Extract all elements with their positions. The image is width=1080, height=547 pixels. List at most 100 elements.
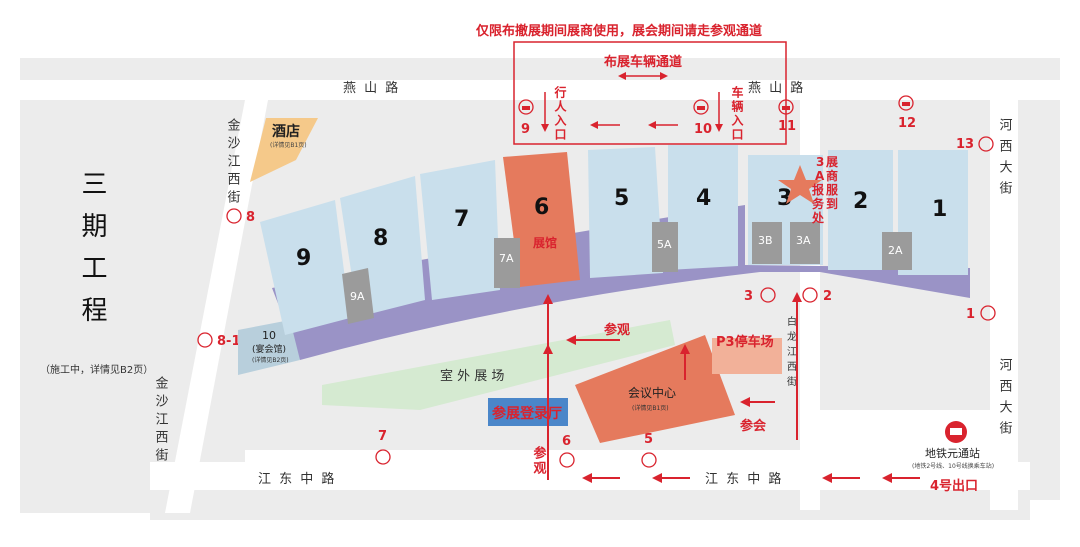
sub-hall-block xyxy=(752,222,782,264)
visit-label: 参观 xyxy=(604,322,630,338)
meeting-label: 参会 xyxy=(740,418,767,434)
arrow-bottom-3-head xyxy=(822,473,832,483)
conference-note: (详情见B1页) xyxy=(632,404,669,412)
corridor xyxy=(272,205,970,360)
visit-arrow-left-head xyxy=(566,335,576,345)
sub-hall-label: 7A xyxy=(499,252,514,265)
metro-icon-mark xyxy=(950,428,962,435)
conference-centre[interactable] xyxy=(575,335,735,443)
vehicle-lane-arrow-left xyxy=(618,72,626,80)
metro-name: 地铁元通站 xyxy=(925,446,980,460)
road-jinsha xyxy=(165,100,268,513)
gate-9[interactable]: 9 xyxy=(518,99,534,137)
hall-3b[interactable]: 3B xyxy=(752,222,782,264)
hall-2a[interactable]: 2A xyxy=(882,232,912,270)
gate-icon xyxy=(375,449,391,465)
gate-12[interactable]: 12 xyxy=(898,95,916,131)
hall-number: 2 xyxy=(853,189,868,214)
hall-number: 5 xyxy=(614,186,629,211)
gate-icon-mark xyxy=(697,106,705,110)
hall-7[interactable]: 7 xyxy=(420,160,500,300)
service-char-7: 处 xyxy=(811,210,825,225)
outdoor-area xyxy=(322,320,675,410)
gate-3[interactable]: 3 xyxy=(744,287,776,304)
phase3-title: 三期工程 xyxy=(77,170,107,338)
arrow-bottom-2-head xyxy=(652,473,662,483)
gate-icon xyxy=(518,99,534,115)
vehicle-lane-arrow-right xyxy=(660,72,668,80)
service-char-4: 服 xyxy=(826,182,839,197)
sub-hall-block xyxy=(342,268,374,324)
conference-name: 会议中心 xyxy=(628,385,676,400)
notice-text: 仅限布撤展期间展商使用，展会期间请走参观通道 xyxy=(475,23,762,39)
registration-hall[interactable] xyxy=(488,398,568,426)
gate-8-1[interactable]: 8-1 xyxy=(197,332,241,349)
gate-8[interactable]: 8 xyxy=(226,208,255,225)
service-char-1: A xyxy=(815,169,825,183)
gate-icon xyxy=(197,332,213,348)
hall-3a[interactable]: 3A xyxy=(790,222,820,264)
hall-10-name: (宴会馆) xyxy=(252,343,286,355)
hotel-note: (详情见B1页) xyxy=(270,141,307,149)
road-label-hexi-1: 河西大街 xyxy=(997,118,1013,202)
gate-icon xyxy=(226,208,242,224)
gate-label: 12 xyxy=(898,116,916,131)
gate-label: 8-1 xyxy=(217,334,241,349)
hall-10 xyxy=(238,320,300,375)
service-char-3: 报 xyxy=(812,182,824,197)
hall-block xyxy=(420,160,500,300)
gate-label: 1 xyxy=(966,307,975,322)
service-label: 展 A 商 报 服 务 到 处 xyxy=(811,155,839,225)
gate-13[interactable]: 13 xyxy=(956,136,994,152)
sub-hall-label: 2A xyxy=(888,244,903,257)
hall-9[interactable]: 9 xyxy=(260,200,350,335)
gate-label: 7 xyxy=(378,429,387,444)
hall-4[interactable]: 4 xyxy=(668,145,738,270)
gate-label: 9 xyxy=(521,122,530,137)
gate-2[interactable]: 2 xyxy=(802,287,832,304)
sub-hall-block xyxy=(882,232,912,270)
gate-icon xyxy=(693,99,709,115)
gate-11[interactable]: 11 xyxy=(778,99,796,134)
gate-icon xyxy=(980,305,996,321)
hall-block xyxy=(588,147,663,278)
hall-6[interactable]: 6 展馆 xyxy=(503,152,580,287)
hall-block xyxy=(503,152,580,287)
pedestrian-arrow-head xyxy=(541,124,549,132)
star-icon xyxy=(778,165,822,204)
hall-2[interactable]: 2 xyxy=(828,150,893,270)
hall-5[interactable]: 5 xyxy=(588,147,663,278)
vehicle-lane-frame xyxy=(513,41,787,145)
gate-icon-mark xyxy=(902,102,910,106)
hall-9a[interactable]: 9A xyxy=(342,268,374,324)
road-yanshan xyxy=(20,80,1060,100)
hall-7a[interactable]: 7A xyxy=(494,238,520,288)
sub-hall-label: 3A xyxy=(796,234,811,247)
hall-number: 1 xyxy=(932,197,947,222)
hall-10-note: (详情见B2页) xyxy=(252,356,289,364)
hall-block xyxy=(260,200,350,335)
service-char-5: 务 xyxy=(812,196,825,211)
gate-label: 11 xyxy=(778,119,796,134)
road-label-hexi-2: 河西大街 xyxy=(997,358,1013,442)
gate-icon xyxy=(559,452,575,468)
gate-7[interactable]: 7 xyxy=(375,429,391,465)
gate-6[interactable]: 6 xyxy=(559,434,575,468)
gate-icon xyxy=(802,287,818,303)
sub-hall-block xyxy=(494,238,520,288)
phase3-note: （施工中，详情见B2页） xyxy=(40,363,153,376)
gate-icon-mark xyxy=(782,106,790,110)
gate-1[interactable]: 1 xyxy=(966,305,996,322)
hall-5a[interactable]: 5A xyxy=(652,222,678,272)
gate-10[interactable]: 10 xyxy=(693,99,712,137)
sub-hall-label: 9A xyxy=(350,290,365,303)
p3-parking-label[interactable]: P3停车场 xyxy=(716,334,774,350)
metro-station[interactable]: 地铁元通站 (地铁2号线、10号线换乘车站) 4号出口 xyxy=(912,421,994,494)
road-label-yanshan: 燕 山 路 xyxy=(343,80,400,96)
gate-icon xyxy=(778,99,794,115)
hotel-name: 酒店 xyxy=(272,123,300,140)
gate-5[interactable]: 5 xyxy=(641,432,657,468)
service-char-0: 展 xyxy=(826,155,838,169)
gate-icon-mark xyxy=(522,106,530,110)
